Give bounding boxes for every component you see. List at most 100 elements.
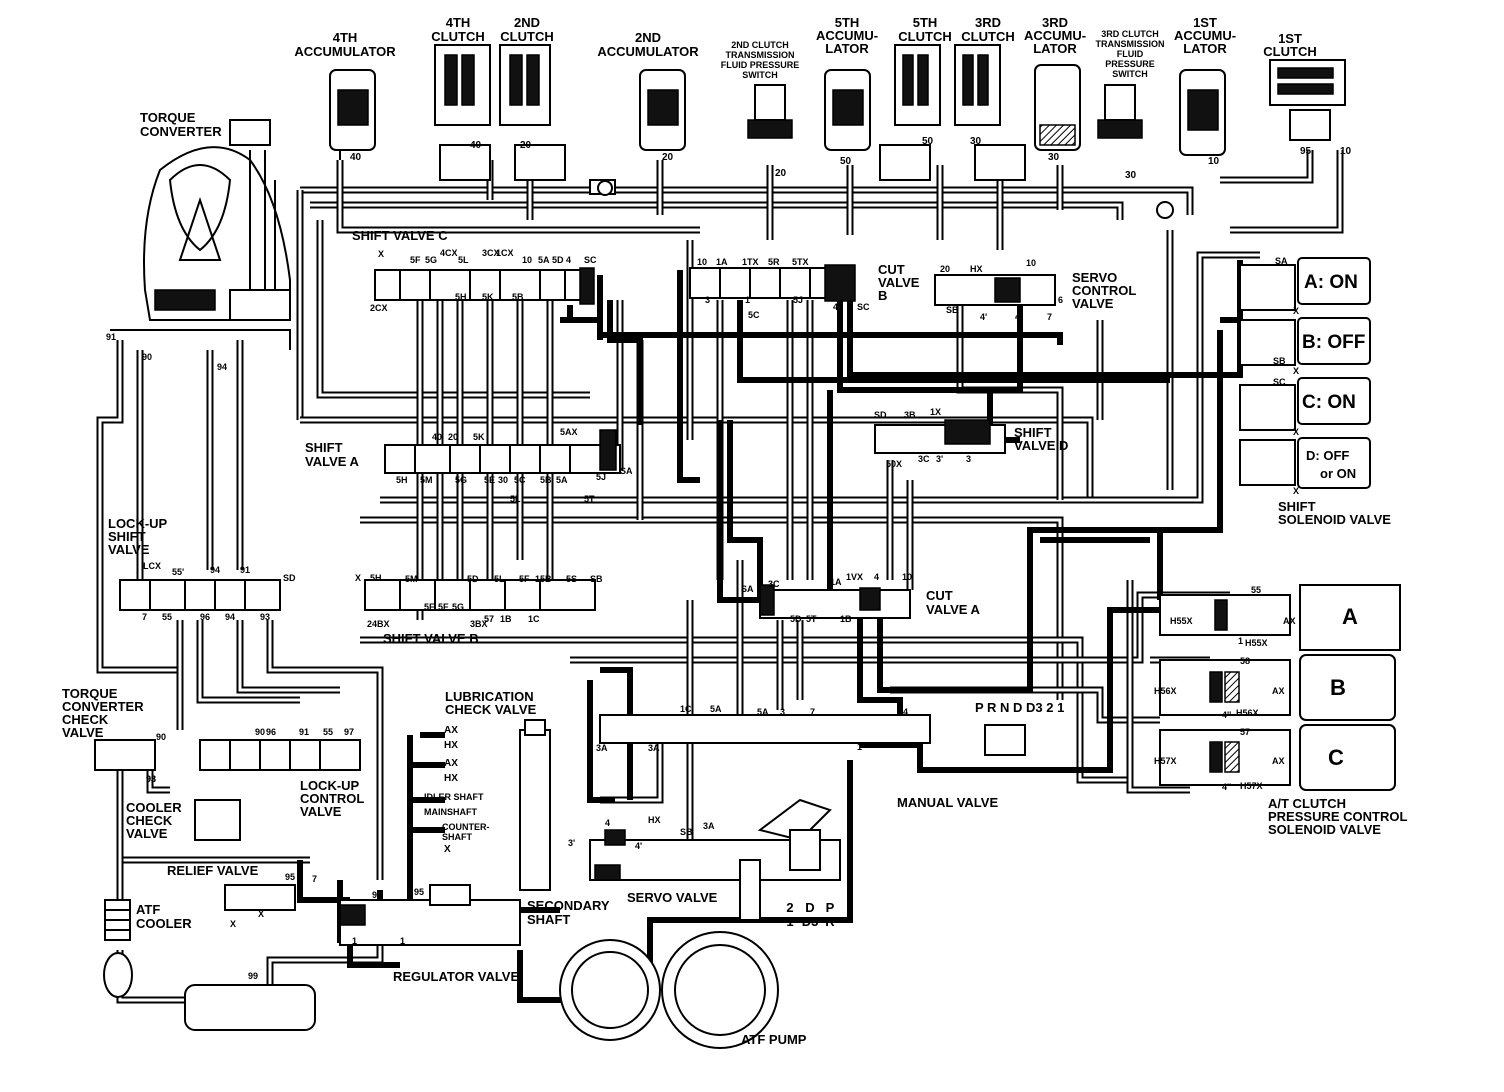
port-label-lcx: 96: [200, 612, 210, 622]
port-label-lucv: 55: [323, 727, 333, 737]
acc-1st-label: 1ST: [1193, 15, 1217, 30]
switch-3rd-label: PRESSURE: [1105, 59, 1155, 69]
port-label-atc: 57: [1240, 727, 1250, 737]
tc-check-valve-label: TORQUE: [62, 686, 118, 701]
port-label-cva: 5D: [790, 614, 802, 624]
port-label-servo: SB: [680, 827, 693, 837]
lubrication-outlet-label: HX: [444, 773, 458, 784]
port-label-lcx: 55': [172, 567, 184, 577]
port-label-sva-top: 20: [448, 432, 458, 442]
acc-1st-label: LATOR: [1183, 41, 1227, 56]
lever-position-label: D: [805, 900, 814, 915]
port-label-acc-2nd: 20: [662, 152, 674, 163]
tc-check-valve-body: [94, 739, 156, 771]
port-label-svc-top: 5F: [410, 255, 421, 265]
clutch-4th-label: 4TH: [446, 15, 471, 30]
shift-valve-c-label: SHIFT VALVE C: [352, 228, 448, 243]
port-label-sol-ports: SA: [1275, 256, 1288, 266]
servo-valve-body: [589, 798, 841, 921]
acc-5th-label: 5TH: [835, 15, 860, 30]
lockup-control-valve-label: VALVE: [300, 804, 342, 819]
port-label-lucv: 96: [266, 727, 276, 737]
port-label-svc-top: 10: [522, 255, 532, 265]
component-labels: TORQUECONVERTER4THACCUMULATOR4THCLUTCH2N…: [62, 15, 1407, 1047]
clutch-2nd-label: CLUTCH: [500, 29, 553, 44]
port-label-atc: 4'': [1222, 710, 1231, 720]
lubrication-outlet-label: SHAFT: [442, 832, 472, 842]
port-label-svd: 3': [936, 454, 943, 464]
port-label-atc: H55X: [1170, 616, 1193, 626]
lever-position-label: 2: [786, 900, 793, 915]
lever-position-label: P: [826, 900, 835, 915]
pressure-solenoid-a-label: A: [1342, 604, 1358, 629]
atc-solenoid-bodies: [1159, 594, 1291, 786]
port-label-atc: H57X: [1240, 781, 1263, 791]
port-label-cvb: 4: [833, 302, 838, 312]
cut-valve-a-body: [759, 584, 911, 619]
acc-3rd-label: 3RD: [1042, 15, 1068, 30]
port-label-sva-top: 5K: [473, 432, 485, 442]
switch-3rd-label: 3RD CLUTCH: [1101, 29, 1159, 39]
port-label-cvb: 5C: [748, 310, 760, 320]
port-label-svc-top: 5G: [425, 255, 437, 265]
port-label-svc-left: 2CX: [370, 303, 388, 313]
acc-2nd-label: 2ND: [635, 30, 661, 45]
port-label-svb: 24BX: [367, 619, 390, 629]
manual-valve-body: [599, 714, 1026, 756]
port-label-servo: 3A: [703, 821, 715, 831]
lockup-control-valve-label: CONTROL: [300, 791, 364, 806]
port-label-svc-top: 5D: [552, 255, 564, 265]
lockup-control-valve-label: LOCK-UP: [300, 778, 360, 793]
acc-2nd-label: ACCUMULATOR: [597, 44, 699, 59]
cut-valve-b-label: VALVE: [878, 275, 920, 290]
acc-4th-label: ACCUMULATOR: [294, 44, 396, 59]
shift-valve-a-body: [384, 429, 621, 474]
shift-valve-a-label: VALVE A: [305, 454, 360, 469]
torque-converter-label: CONVERTER: [140, 124, 222, 139]
port-label-clutch-2nd: 20: [520, 140, 532, 151]
port-label-sva-bottom: 5J: [596, 472, 606, 482]
manual-valve-positions-label: P R N D D3 2 1: [975, 700, 1064, 715]
port-label-svd: 3C: [918, 454, 930, 464]
shift-valve-c-body: [374, 267, 595, 305]
port-label-cvb: 5TX: [792, 257, 809, 267]
port-label-tc: 90: [156, 732, 166, 742]
port-label-cvb: 3: [705, 295, 710, 305]
port-label-sva-bottom: 5G: [455, 475, 467, 485]
port-label-cvb: SC: [857, 302, 870, 312]
pressure-solenoid-a: A: [1299, 584, 1401, 651]
port-label-switch-3rd: 30: [1125, 170, 1137, 181]
regulator-valve-body: [339, 884, 521, 946]
port-label-acc-5th: 50: [840, 156, 852, 167]
torque-converter: [110, 119, 291, 350]
solenoid-d-box: D: OFF or ON: [1297, 437, 1371, 489]
lockup-shift-valve-label: VALVE: [108, 542, 150, 557]
port-label-cva: 1B: [840, 614, 852, 624]
acc-5th-label: ACCUMU-: [816, 28, 878, 43]
port-label-atc: 55: [1251, 585, 1261, 595]
port-label-svb: SB: [590, 574, 603, 584]
port-label-svb: 15B: [535, 574, 552, 584]
port-label-servo: 4: [605, 818, 610, 828]
switch-2nd-label: FLUID PRESSURE: [721, 60, 800, 70]
clutch-1st: [1269, 59, 1346, 141]
port-label-sva-bottom: 5T: [584, 494, 595, 504]
lubrication-outlet-label: COUNTER-: [442, 822, 490, 832]
port-label-scv: SB: [946, 305, 959, 315]
cooler-check-valve-body: [194, 799, 241, 841]
switch-2nd-pressure: [747, 84, 793, 139]
port-label-svc-top: 5L: [458, 255, 469, 265]
port-label-cvb: 1TX: [742, 257, 759, 267]
pressure-solenoid-b: B: [1299, 654, 1396, 721]
port-label-regulator: 95: [414, 887, 424, 897]
accumulator-3rd: [1034, 64, 1081, 151]
atf-cooler-body: [103, 899, 133, 998]
atf-reservoir: [184, 984, 316, 1031]
cooler-check-valve-label: CHECK: [126, 813, 173, 828]
port-label-sva-top: 5AX: [560, 427, 578, 437]
port-label-lucv: 91: [299, 727, 309, 737]
clutch-1st-label: 1ST: [1278, 31, 1302, 46]
port-label-cooler: 93: [146, 774, 156, 784]
port-label-cvb: 1: [745, 295, 750, 305]
port-label-manual: 5A: [710, 704, 722, 714]
